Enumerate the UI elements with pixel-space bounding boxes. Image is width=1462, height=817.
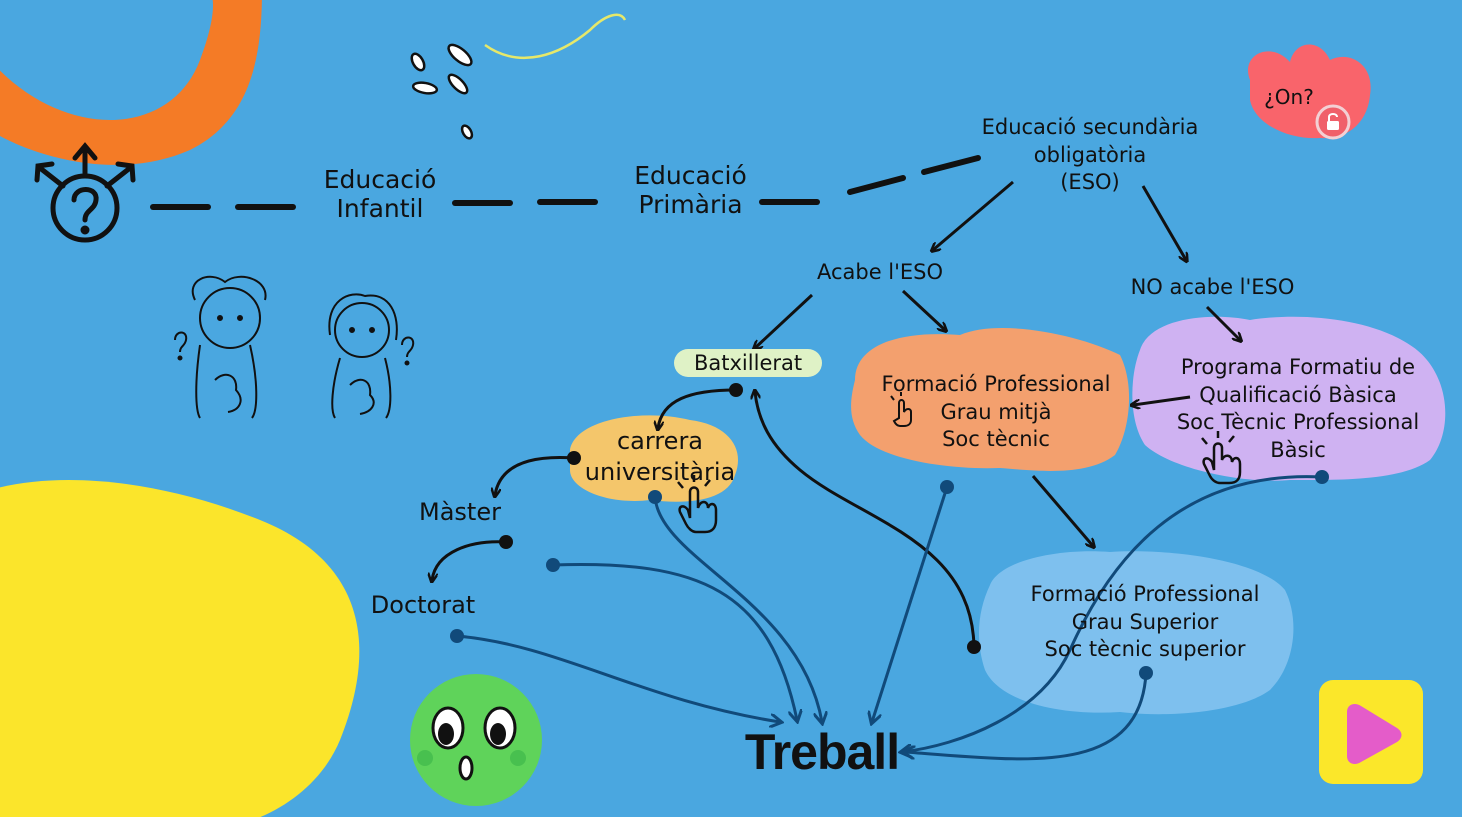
node-pfqb[interactable]: Programa Formatiu de Qualificació Bàsica… [1150, 354, 1446, 465]
branch-no-acabe: NO acabe l'ESO [1130, 275, 1295, 299]
stage-eso: Educació secundària obligatòria (ESO) [958, 114, 1222, 197]
arrow-pfqb-to-fp-mitja [1133, 395, 1191, 405]
on-label[interactable]: ¿On? [1264, 85, 1314, 109]
play-button[interactable] [1319, 680, 1423, 784]
stage-primaria-line-1: Educació [634, 161, 747, 190]
play-icon [1347, 704, 1402, 764]
node-treball[interactable]: Treball [744, 724, 900, 780]
arrow-eso-to-acabe [933, 180, 1014, 250]
arrow-fp-superior-to-treball [905, 672, 1148, 761]
arrow-batxillerat-to-carrera [658, 388, 737, 428]
node-fp-mitja[interactable]: Formació Professional Grau mitjà Soc tèc… [858, 371, 1134, 454]
arrow-doctorat-to-treball [456, 634, 780, 722]
carrera-blob [570, 415, 738, 502]
thinking-boy-icon [174, 275, 267, 419]
arrow-no-acabe-to-pfqb [1205, 305, 1240, 340]
node-carrera-line-1: carrera [616, 427, 704, 455]
crossroads-question-icon [34, 142, 136, 243]
pointing-hand-icon [890, 392, 912, 427]
squiggle-decoration [484, 13, 627, 60]
node-carrera-line-2: universitària [584, 458, 736, 487]
surprised-face-icon [410, 674, 542, 806]
node-master[interactable]: Màster [419, 498, 501, 526]
arrow-fp-superior-to-batxillerat [755, 392, 976, 648]
node-pfqb-line-4: Bàsic [1270, 438, 1326, 463]
stage-infantil-line-2: Infantil [336, 193, 424, 223]
node-fp-mitja-line-1: Formació Professional [881, 372, 1111, 396]
arrow-carrera-to-treball [653, 496, 822, 722]
arrow-pfqb-to-treball [902, 475, 1323, 752]
arrow-carrera-to-master [495, 456, 575, 495]
fp-mitja-blob [851, 328, 1130, 471]
lock-icon[interactable] [1313, 102, 1353, 142]
stage-infantil-line-1: Educació [323, 165, 437, 194]
stage-primaria: Educació Primària [618, 161, 763, 220]
pointing-hand-icon [1201, 431, 1242, 485]
node-doctorat[interactable]: Doctorat [370, 591, 476, 619]
stage-infantil: Educació Infantil [310, 165, 450, 224]
arrow-fp-mitja-to-treball [872, 486, 949, 722]
sprinkles-decoration [410, 43, 474, 140]
orange-swirl-decoration [0, 0, 262, 165]
stage-eso-line-3: (ESO) [1060, 170, 1120, 195]
node-carrera[interactable]: carrera universitària [575, 426, 745, 488]
node-fp-mitja-line-2: Grau mitjà [940, 399, 1052, 424]
yellow-blob-decoration [0, 480, 360, 817]
pfqb-blob [1132, 316, 1446, 481]
node-batxillerat[interactable]: Batxillerat [674, 349, 823, 377]
arrow-fp-mitja-to-fp-superior [1031, 475, 1093, 546]
arrow-acabe-to-fp-mitja [901, 289, 945, 330]
branch-acabe: Acabe l'ESO [816, 260, 944, 284]
node-pfqb-line-3: Soc Tècnic Professional [1176, 410, 1420, 435]
node-fp-superior-line-1: Formació Professional [1030, 582, 1260, 606]
stage-eso-line-1: Educació secundària [981, 115, 1199, 139]
thinking-girl-icon [328, 293, 415, 419]
node-fp-mitja-line-3: Soc tècnic [942, 427, 1050, 452]
timeline-dashes [150, 155, 981, 210]
arrow-eso-to-no-acabe [1141, 185, 1186, 260]
arrow-master-to-doctorat [432, 540, 507, 580]
node-fp-superior-line-2: Grau Superior [1071, 609, 1219, 634]
arrow-acabe-to-batxillerat [755, 293, 814, 348]
stage-primaria-line-2: Primària [638, 189, 743, 219]
node-fp-superior-line-3: Soc tècnic superior [1044, 637, 1246, 662]
arrow-master-to-treball [552, 563, 797, 720]
stage-eso-line-2: obligatòria [1033, 142, 1147, 167]
node-pfqb-line-1: Programa Formatiu de [1180, 355, 1416, 379]
node-pfqb-line-2: Qualificació Bàsica [1199, 382, 1397, 407]
node-fp-superior[interactable]: Formació Professional Grau Superior Soc … [1005, 581, 1285, 664]
pointing-hand-icon [677, 475, 718, 534]
